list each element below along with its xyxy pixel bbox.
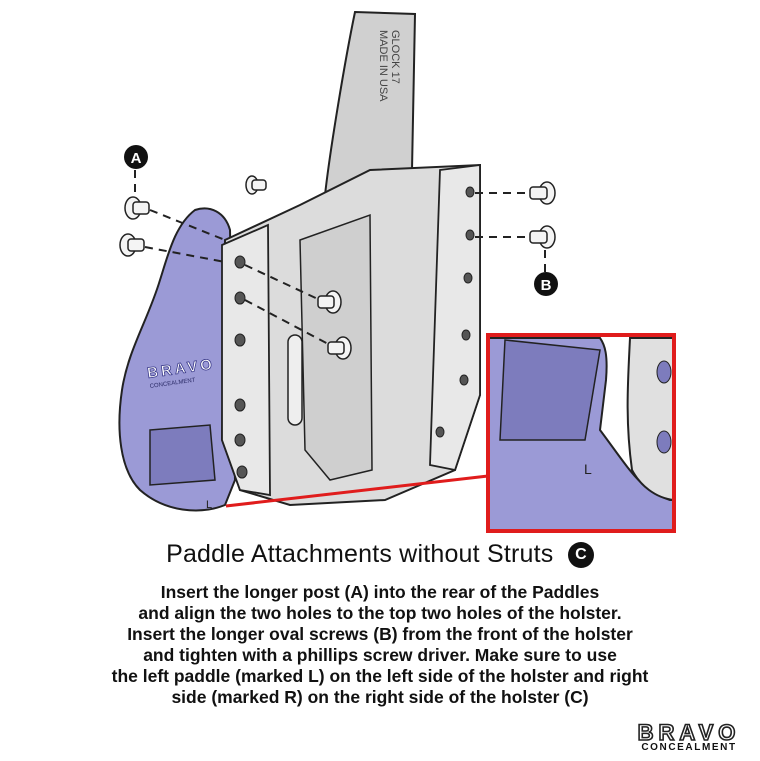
- callout-b: B: [534, 272, 558, 296]
- instruction-line: the left paddle (marked L) on the left s…: [111, 666, 649, 686]
- callout-a: A: [124, 145, 148, 169]
- instruction-line: Insert the longer oval screws (B) from t…: [127, 624, 633, 644]
- holster-right-flange: [429, 163, 481, 472]
- holster-left-flange: [221, 223, 271, 497]
- alignment-guides: [134, 170, 546, 346]
- zoom-pointer: [225, 474, 489, 508]
- zoom-detail-box: L: [486, 333, 676, 533]
- holster-diagram: GLOCK 17 MADE IN USA: [118, 10, 676, 533]
- svg-text:A: A: [131, 150, 142, 167]
- callout-c-badge: C: [567, 541, 594, 568]
- oval-screws-b: [529, 181, 556, 249]
- right-flange-holes: [435, 186, 475, 438]
- slide-engraving-2: MADE IN USA: [377, 30, 389, 102]
- title-row: Paddle Attachments without Struts C: [0, 540, 760, 569]
- logo-word: BRAVO: [637, 719, 741, 746]
- paddle-ridge: [149, 424, 216, 486]
- instructions: Insert the longer post (A) into the rear…: [0, 582, 760, 708]
- logo-sub: CONCEALMENT: [641, 742, 737, 753]
- adjust-slot: [287, 334, 303, 426]
- instruction-line: Insert the longer post (A) into the rear…: [160, 582, 600, 602]
- instruction-line: and align the two holes to the top two h…: [138, 603, 622, 623]
- bravo-logo: BRAVO CONCEALMENT: [626, 719, 754, 754]
- paddle-mark: L: [206, 499, 212, 511]
- slide-engraving-1: GLOCK 17: [389, 30, 401, 84]
- left-flange-holes: [234, 255, 248, 479]
- post-screw-middle: [245, 175, 352, 360]
- svg-text:B: B: [541, 277, 552, 294]
- zoom-mark: L: [584, 461, 592, 477]
- instruction-line: side (marked R) on the right side of the…: [171, 687, 589, 707]
- instruction-line: and tighten with a phillips screw driver…: [143, 645, 617, 665]
- diagram-title: Paddle Attachments without Struts: [166, 540, 554, 568]
- post-screw-a: [119, 196, 150, 257]
